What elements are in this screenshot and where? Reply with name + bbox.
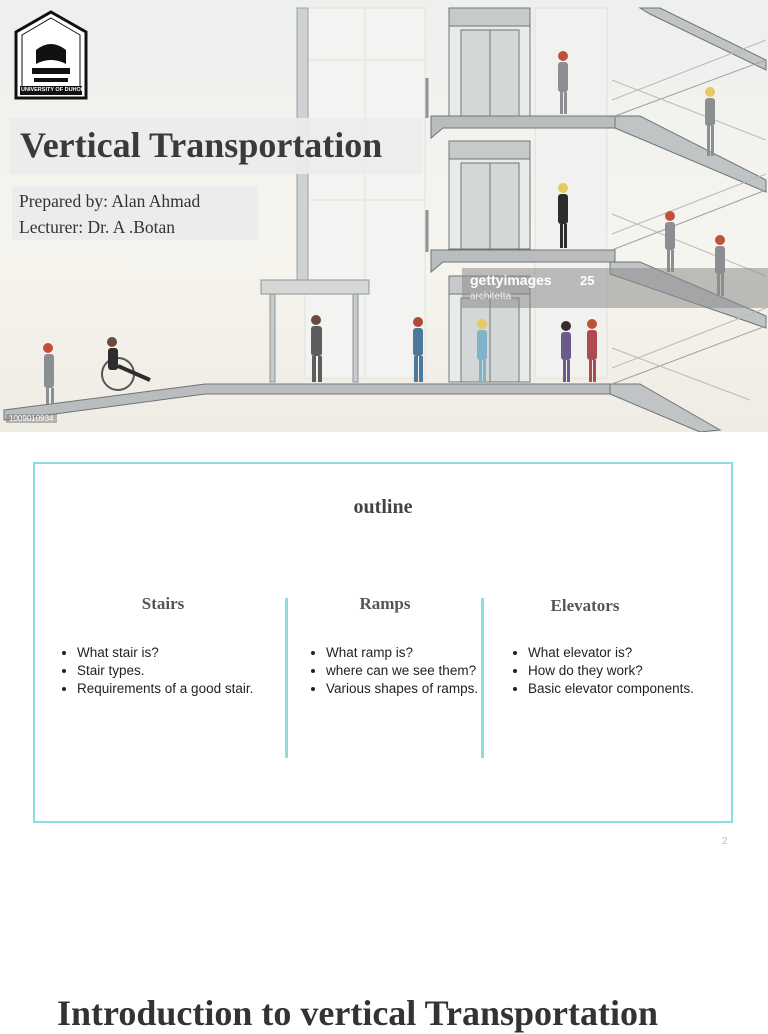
outline-frame: outline Stairs Ramps Elevators What stai…: [33, 462, 733, 823]
elevator-lower: [448, 275, 531, 383]
list-item: Stair types.: [77, 662, 277, 680]
list-item: Various shapes of ramps.: [326, 680, 486, 698]
list-item: What elevator is?: [528, 644, 743, 662]
ramps-list: What ramp is? where can we see them? Var…: [302, 644, 486, 698]
prepared-by: Prepared by: Alan Ahmad: [19, 191, 201, 211]
list-item: where can we see them?: [326, 662, 486, 680]
list-item: Basic elevator components.: [528, 680, 743, 698]
staircase: [609, 7, 767, 432]
intro-title: Introduction to vertical Transportation: [57, 993, 658, 1033]
elevator-upper: [448, 7, 531, 117]
image-id: 1009010934: [6, 414, 57, 423]
title-box: Vertical Transportation: [10, 118, 422, 174]
list-item: What stair is?: [77, 644, 277, 662]
university-logo: UNIVERSITY OF DUHOK: [14, 10, 88, 102]
building-illustration: [3, 7, 767, 432]
intro-slide: Introduction to vertical Transportation: [0, 864, 768, 1033]
elevators-list: What elevator is? How do they work? Basi…: [504, 644, 743, 698]
outline-heading: outline: [353, 496, 413, 518]
list-item: Requirements of a good stair.: [77, 680, 277, 698]
getty-brand: gettyimages: [470, 272, 552, 288]
getty-watermark: gettyimages 25 architetta: [462, 268, 768, 308]
column-title-elevators: Elevators: [550, 596, 620, 615]
column-divider: [481, 598, 484, 758]
logo-caption: UNIVERSITY OF DUHOK: [21, 87, 85, 93]
column-title-ramps: Ramps: [359, 594, 411, 613]
getty-contributor: architetta: [470, 291, 512, 302]
column-title-stairs: Stairs: [141, 594, 185, 613]
column-divider: [285, 598, 288, 758]
ramp: [3, 383, 616, 421]
elevator-middle: [448, 140, 531, 250]
lecturer: Lecturer: Dr. A .Botan: [19, 217, 176, 237]
author-box: Prepared by: Alan Ahmad Lecturer: Dr. A …: [12, 186, 258, 240]
list-item: How do they work?: [528, 662, 743, 680]
stairs-list: What stair is? Stair types. Requirements…: [53, 644, 277, 698]
outline-slide: outline Stairs Ramps Elevators What stai…: [0, 432, 768, 864]
railings: [611, 39, 767, 401]
getty-badge: 25: [580, 273, 595, 288]
page-number: 2: [722, 836, 728, 847]
slide-title: Vertical Transportation: [20, 125, 383, 165]
title-slide: UNIVERSITY OF DUHOK Vertical Transportat…: [0, 0, 768, 432]
people: [43, 51, 725, 404]
list-item: What ramp is?: [326, 644, 486, 662]
